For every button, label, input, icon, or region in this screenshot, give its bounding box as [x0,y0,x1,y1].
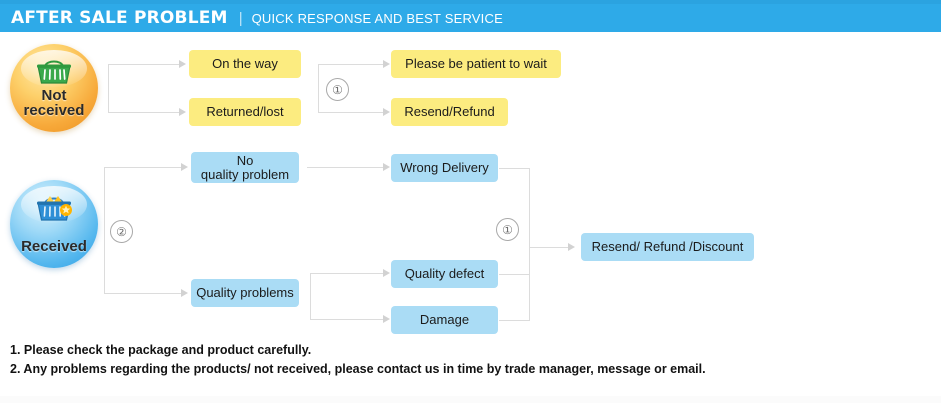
node-resend-refund-discount: Resend/ Refund /Discount [581,233,754,261]
connector-to-resend-refund [318,112,384,113]
marker-received-branch: ② [110,220,133,243]
footer-notes: 1. Please check the package and product … [10,341,930,379]
header-separator: | [238,9,243,27]
connector-merge-vertical [529,168,530,321]
label-line-2: received [23,102,85,119]
status-node-label-received: Received [21,238,87,255]
footer-note-1: 1. Please check the package and product … [10,343,312,357]
node-wrong-delivery: Wrong Delivery [391,154,498,182]
node-please-be-patient-to-wait: Please be patient to wait [391,50,561,78]
filled-shopping-basket-icon [33,193,75,230]
node-quality-defect: Quality defect [391,260,498,288]
arrowhead-wrong-delivery [383,163,390,171]
connector-to-wrong-delivery [307,167,384,168]
arrowhead-resend-refund-discount [568,243,575,251]
node-returned-lost: Returned/lost [189,98,301,126]
footer-note-2: 2. Any problems regarding the products/ … [10,362,706,376]
header-subtitle: QUICK RESPONSE AND BEST SERVICE [251,10,503,26]
node-damage: Damage [391,306,498,334]
arrowhead-damage [383,315,390,323]
arrowhead-quality-problems [181,289,188,297]
node-no-quality-problem: No quality problem [191,152,299,183]
connector-quality-defect-merge [499,274,530,275]
status-node-not-received: Not received [10,44,98,132]
no-quality-problem-line-1: No [236,152,254,168]
connector-merge-to-resend-refund-discount [529,247,569,248]
connector-to-damage [310,319,384,320]
connector-not-received-to-returned-lost [108,112,180,113]
connector-damage-merge [499,320,530,321]
arrowhead-on-the-way [179,60,186,68]
arrowhead-resend-refund [383,108,390,116]
connector-top-merge-vertical [318,64,319,112]
status-node-label: Not received [24,88,85,118]
connector-to-quality-defect [310,273,384,274]
header-top-accent-strip [0,0,941,4]
node-quality-problems: Quality problems [191,279,299,307]
connector-not-received-vertical [108,64,109,112]
arrowhead-please-wait [383,60,390,68]
marker-merge-branch: ① [496,218,519,241]
node-resend-refund: Resend/Refund [391,98,508,126]
no-quality-problem-line-2: quality problem [200,166,290,182]
bottom-accent-strip [0,396,941,403]
node-on-the-way: On the way [189,50,301,78]
arrowhead-quality-defect [383,269,390,277]
label-line-1: Not [41,87,67,104]
flowchart-canvas: Not received On the way Returned/lost ① … [0,32,941,370]
connector-received-vertical [104,167,105,293]
page-title: AFTER SALE PROBLEM [11,8,228,28]
connector-wrong-delivery-merge [499,168,530,169]
status-node-received: Received [10,180,98,268]
arrowhead-no-quality-problem [181,163,188,171]
header-banner: AFTER SALE PROBLEM | QUICK RESPONSE AND … [0,4,941,32]
arrowhead-returned-lost [179,108,186,116]
marker-top-branch: ① [326,78,349,101]
connector-quality-problems-vertical [310,273,311,319]
connector-received-to-quality-problems [104,293,182,294]
connector-not-received-to-on-the-way [108,64,180,65]
connector-to-please-wait [318,64,384,65]
connector-received-to-no-quality-problem [104,167,182,168]
